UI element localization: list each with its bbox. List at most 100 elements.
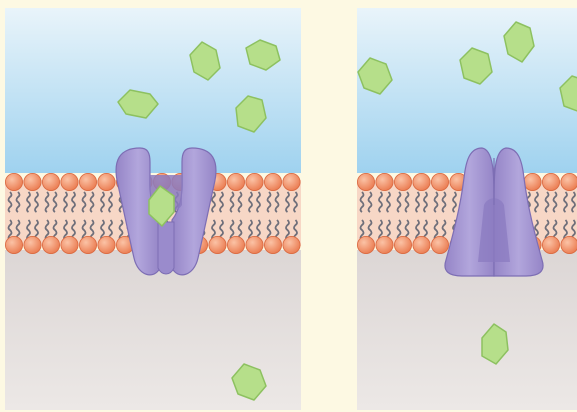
lipid-tail (313, 192, 316, 212)
lipid-tail (433, 219, 439, 241)
lipid-tail (118, 219, 124, 241)
lipid-tail (378, 191, 383, 213)
right-panel (357, 8, 577, 410)
lipid-tail (256, 191, 261, 213)
lipid-tail (237, 191, 243, 213)
phospholipid-head (5, 236, 23, 254)
lipid-tail (285, 191, 290, 213)
lipid-tail (274, 191, 280, 213)
lipid-tail (211, 191, 216, 213)
lipid-tail (81, 191, 87, 213)
lipid-tail (452, 191, 457, 213)
lipid-tail (52, 191, 58, 213)
solute-molecule (235, 95, 267, 133)
phospholipid-head (79, 172, 98, 191)
lipid-tail (44, 219, 50, 241)
lipid-tail (359, 219, 365, 241)
lipid-tail (544, 219, 550, 241)
phospholipid-head (23, 172, 42, 191)
phospholipid-head (5, 173, 23, 191)
lipid-tail (441, 191, 447, 213)
carrier-protein-open-outward (115, 147, 217, 276)
phospholipid-head (357, 173, 375, 191)
phospholipid-head (263, 235, 282, 254)
lipid-tail (305, 220, 308, 240)
lipid-tail (63, 219, 68, 241)
phospholipid-head (412, 172, 431, 191)
lipid-tail (367, 191, 373, 213)
phospholipid-head (60, 235, 79, 254)
phospholipid-head (245, 235, 264, 254)
lipid-tail (285, 219, 290, 241)
lipid-tail (396, 219, 402, 241)
solute-molecule (189, 41, 221, 81)
phospholipid-head (542, 172, 561, 191)
lipid-tail (7, 219, 13, 241)
lipid-tail (378, 219, 383, 241)
phospholipid-head (23, 235, 42, 254)
phospholipid-head (245, 172, 264, 191)
phospholipid-head (42, 235, 61, 254)
lipid-tail (63, 191, 68, 213)
lipid-tail (415, 219, 420, 241)
phospholipid-head (412, 235, 431, 254)
phospholipid-head (375, 172, 394, 191)
lipid-tail (571, 191, 576, 213)
cytoplasm (357, 250, 577, 410)
lipid-tail (7, 191, 13, 213)
lipid-tail (563, 191, 568, 213)
lipid-tail (229, 191, 235, 213)
phospholipid-head (226, 235, 245, 254)
lipid-tail (219, 191, 224, 213)
lipid-tail (26, 191, 31, 213)
phospholipid-head (375, 235, 394, 254)
lipid-tail (305, 192, 308, 212)
phospholipid-head (97, 172, 116, 191)
phospholipid-head (393, 235, 412, 254)
lipid-tail (415, 191, 420, 213)
lipid-tail (15, 191, 21, 213)
lipid-tail (563, 219, 568, 241)
solute-molecule (559, 75, 577, 112)
lipid-tail (26, 219, 31, 241)
lipid-tail (100, 191, 105, 213)
lipid-tail (266, 191, 272, 213)
lipid-tail (313, 220, 316, 240)
solute-molecule (245, 39, 281, 71)
phospholipid-head (208, 235, 227, 254)
lipid-tail (34, 191, 39, 213)
lipid-tail (44, 191, 50, 213)
lipid-tail (266, 219, 272, 241)
phospholipid-head (282, 235, 301, 254)
lipid-tail (293, 191, 298, 213)
lipid-tail (433, 191, 439, 213)
lipid-tail (544, 191, 550, 213)
lipid-tail (552, 191, 558, 213)
solute-molecule (231, 363, 267, 401)
lipid-tail (359, 191, 365, 213)
phospholipid-head (60, 172, 79, 191)
phospholipid-head (226, 172, 245, 191)
phospholipid-head (560, 173, 577, 191)
extracellular-space (357, 8, 577, 173)
extracellular-space (5, 8, 301, 173)
lipid-tail (396, 191, 402, 213)
solute-molecule (459, 47, 493, 85)
lipid-tail (89, 191, 95, 213)
phospholipid-head (357, 236, 375, 254)
lipid-tail (100, 219, 105, 241)
phospholipid-head (430, 235, 449, 254)
phospholipid-head (282, 172, 301, 191)
phospholipid-head (263, 172, 282, 191)
phospholipid-head (301, 236, 318, 253)
phospholipid-head (393, 172, 412, 191)
solute-molecules (117, 21, 577, 401)
lipid-tail (211, 219, 216, 241)
lipid-tail (386, 191, 391, 213)
phospholipid-head (430, 172, 449, 191)
carrier-protein-open-inward (444, 147, 544, 277)
lipid-tail (108, 191, 113, 213)
lipid-tail (404, 191, 410, 213)
lipid-tail (248, 219, 253, 241)
